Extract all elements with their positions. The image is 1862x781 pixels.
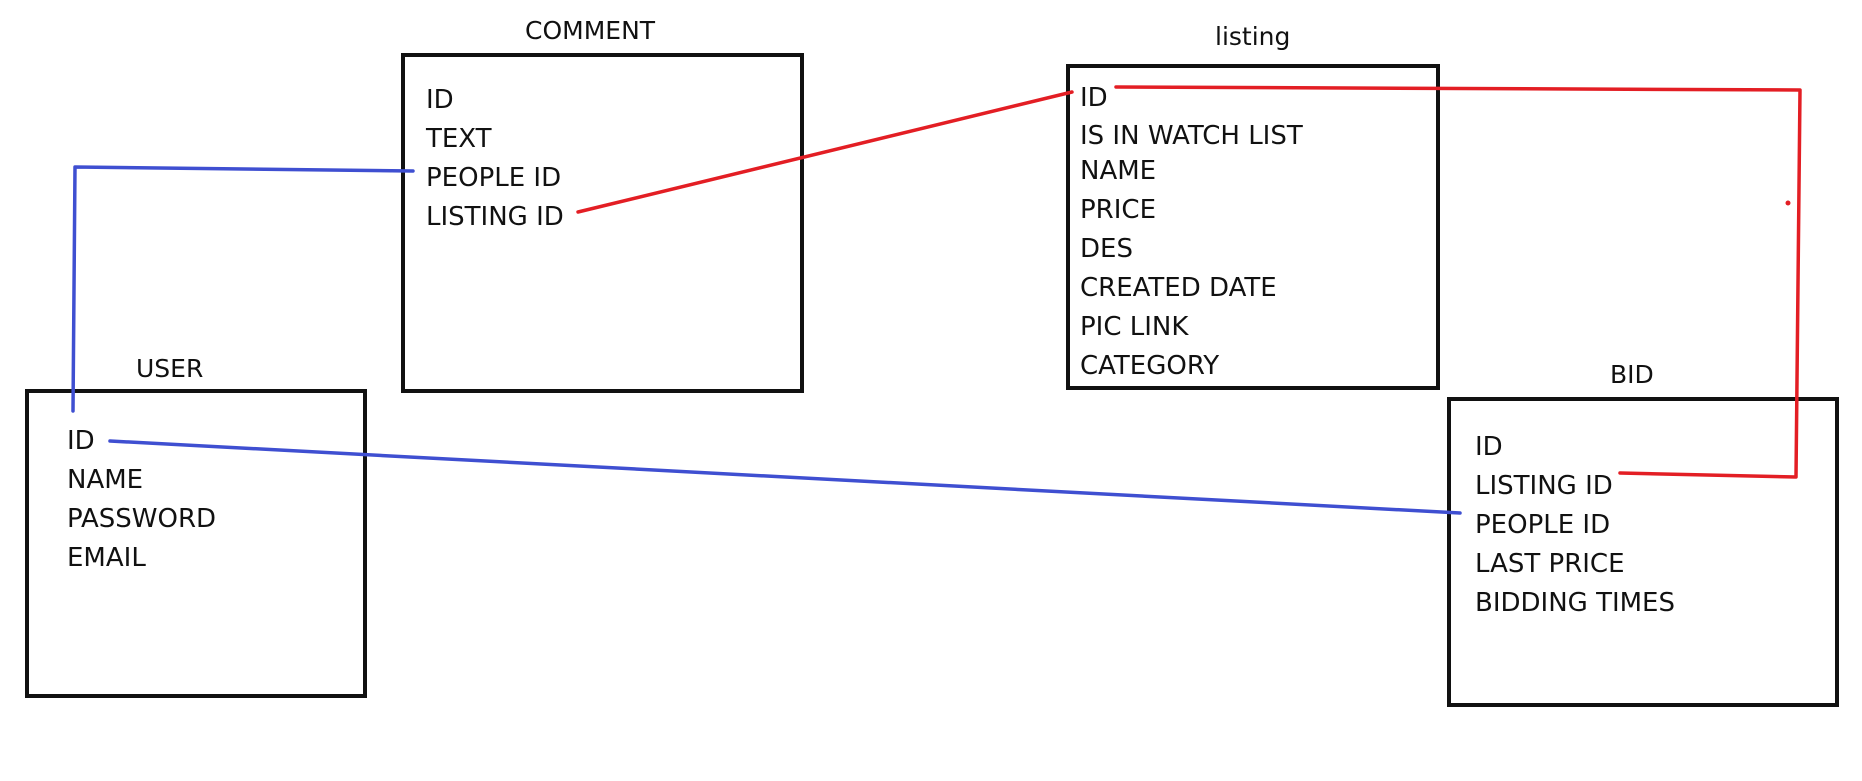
user-field-email: EMAIL xyxy=(67,543,146,573)
user-field-list: ID NAME PASSWORD EMAIL xyxy=(29,393,363,694)
bid-field-listing-id: LISTING ID xyxy=(1475,471,1613,501)
bid-field-people-id: PEOPLE ID xyxy=(1475,510,1611,540)
bid-field-bidding-times: BIDDING TIMES xyxy=(1475,588,1675,618)
stray-red-dot xyxy=(1785,200,1791,206)
bid-field-list: ID LISTING ID PEOPLE ID LAST PRICE BIDDI… xyxy=(1451,401,1835,703)
listing-field-list: ID IS IN WATCH LIST NAME PRICE DES CREAT… xyxy=(1070,68,1436,386)
comment-field-text: TEXT xyxy=(426,124,492,154)
user-field-password: PASSWORD xyxy=(67,504,217,534)
listing-field-pic-link: PIC LINK xyxy=(1080,312,1189,342)
listing-entity-box: ID IS IN WATCH LIST NAME PRICE DES CREAT… xyxy=(1066,64,1440,390)
listing-field-is-in-watch-list: IS IN WATCH LIST xyxy=(1080,121,1303,151)
bid-title: BID xyxy=(1610,360,1654,389)
listing-field-name: NAME xyxy=(1080,156,1157,186)
bid-entity-box: ID LISTING ID PEOPLE ID LAST PRICE BIDDI… xyxy=(1447,397,1839,707)
listing-field-created-date: CREATED DATE xyxy=(1080,273,1277,303)
listing-field-des: DES xyxy=(1080,234,1133,264)
bid-field-last-price: LAST PRICE xyxy=(1475,549,1625,579)
user-field-id: ID xyxy=(67,426,95,456)
link-user-id-to-comment-people-id xyxy=(71,165,415,413)
comment-field-id: ID xyxy=(426,85,454,115)
comment-field-list: ID TEXT PEOPLE ID LISTING ID xyxy=(405,57,800,389)
user-field-name: NAME xyxy=(67,465,144,495)
listing-title: listing xyxy=(1215,22,1291,51)
bid-field-id: ID xyxy=(1475,432,1503,462)
listing-field-id: ID xyxy=(1080,83,1108,113)
listing-field-price: PRICE xyxy=(1080,195,1156,225)
user-entity-box: ID NAME PASSWORD EMAIL xyxy=(25,389,367,698)
comment-field-people-id: PEOPLE ID xyxy=(426,163,562,193)
comment-entity-box: ID TEXT PEOPLE ID LISTING ID xyxy=(401,53,804,393)
listing-field-category: CATEGORY xyxy=(1080,351,1220,381)
user-title: USER xyxy=(136,354,204,383)
comment-title: COMMENT xyxy=(525,16,656,45)
comment-field-listing-id: LISTING ID xyxy=(426,202,564,232)
